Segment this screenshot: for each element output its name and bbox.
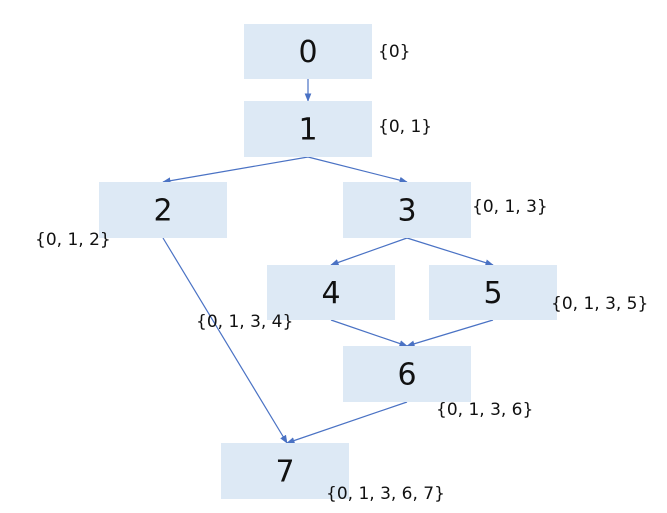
node-label-7: 7 [275, 455, 294, 490]
set-label-0: {0} [378, 42, 410, 62]
set-label-6: {0, 1, 3, 6} [436, 400, 533, 420]
edge-6-to-7 [286, 401, 408, 444]
edge-4-to-6 [330, 319, 408, 347]
node-box-5 [429, 265, 557, 320]
edge-3-to-5 [406, 237, 494, 266]
node-label-3: 3 [397, 194, 416, 229]
node-2: 2 [99, 182, 227, 238]
edge-2-to-7 [162, 237, 288, 444]
edge-5-to-6 [406, 319, 494, 348]
node-label-6: 6 [397, 358, 416, 393]
edge-1-to-2 [162, 156, 309, 185]
node-6: 6 [343, 346, 471, 402]
node-4: 4 [267, 265, 395, 320]
node-label-2: 2 [153, 194, 172, 229]
node-3: 3 [343, 182, 471, 238]
set-label-2: {0, 1, 2} [35, 230, 111, 250]
nodes: 0 1 2 3 4 5 6 7 [99, 24, 557, 499]
set-label-3: {0, 1, 3} [472, 197, 548, 217]
node-box-0 [244, 24, 372, 79]
set-label-4: {0, 1, 3, 4} [196, 312, 293, 332]
node-1: 1 [244, 101, 372, 157]
node-7: 7 [221, 443, 349, 499]
node-label-5: 5 [483, 276, 502, 311]
set-label-7: {0, 1, 3, 6, 7} [326, 484, 445, 504]
node-label-0: 0 [298, 35, 317, 70]
edge-3-to-4 [330, 237, 408, 266]
node-0: 0 [244, 24, 372, 79]
node-5: 5 [429, 265, 557, 320]
edge-1-to-3 [307, 156, 408, 184]
node-box-6 [343, 346, 471, 402]
node-box-2 [99, 182, 227, 238]
node-label-4: 4 [321, 276, 340, 311]
node-box-1 [244, 101, 372, 157]
node-label-1: 1 [298, 113, 317, 148]
set-label-1: {0, 1} [378, 117, 432, 137]
edges [162, 79, 494, 444]
set-label-5: {0, 1, 3, 5} [551, 294, 648, 314]
set-labels: {0} {0, 1} {0, 1, 2} {0, 1, 3} {0, 1, 3, 4} {… [35, 42, 648, 504]
node-box-4 [267, 265, 395, 320]
node-box-3 [343, 182, 471, 238]
node-box-7 [221, 443, 349, 499]
